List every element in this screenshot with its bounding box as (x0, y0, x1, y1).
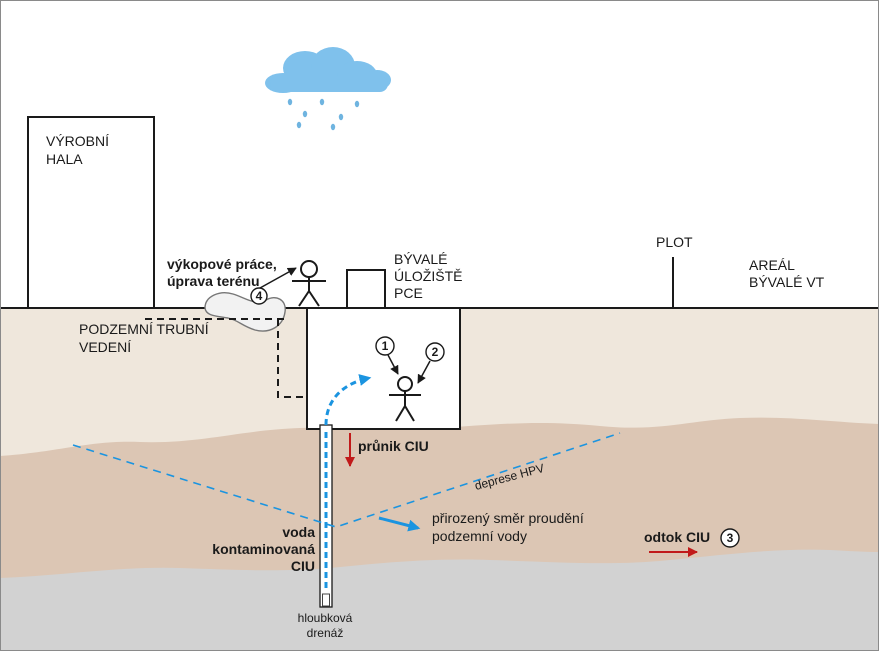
bedrock-layer (0, 549, 879, 651)
marker-1: 1 (375, 336, 395, 356)
rain-drop-icon (287, 98, 360, 131)
label-voda-2: kontaminovaná (212, 541, 315, 557)
label-vyrobni-hala-1: VÝROBNÍ (46, 133, 109, 149)
person-icon (292, 260, 326, 307)
label-odtok: odtok CIU (644, 529, 710, 545)
person-icon (389, 376, 421, 422)
arrow-2-to-worker (417, 360, 431, 384)
label-vyrobni-hala-2: HALA (46, 151, 83, 167)
label-byvale-3: PCE (394, 285, 423, 301)
cloud-icon (265, 47, 391, 93)
underground-pipeline (145, 318, 307, 398)
arrow-1-to-worker (387, 354, 399, 375)
arrow-4-to-worker (259, 267, 297, 289)
label-prunik: průnik CIU (358, 438, 429, 454)
excavation-area (204, 292, 286, 332)
label-areal-2: BÝVALÉ VT (749, 274, 825, 290)
svg-text:2: 2 (432, 345, 439, 359)
label-hloubkova-1: hloubková (298, 611, 353, 625)
svg-text:3: 3 (727, 531, 734, 545)
production-hall (27, 116, 155, 309)
label-podzemni-1: PODZEMNÍ TRUBNÍ (79, 321, 209, 337)
vapour-intrusion-arrow (324, 374, 372, 426)
former-pce-storage-building (346, 269, 386, 309)
basement-pit (306, 307, 461, 430)
marker-2: 2 (425, 342, 445, 362)
marker-3: 3 (720, 528, 740, 548)
label-areal-1: AREÁL (749, 257, 795, 273)
drainage-well-screen (322, 593, 330, 607)
label-voda-3: CIU (291, 558, 315, 574)
label-podzemni-2: VEDENÍ (79, 339, 131, 355)
label-plot: PLOT (656, 234, 693, 250)
label-vykopove-2: úprava terénu (167, 273, 260, 289)
label-prirozeny-1: přirozený směr proudění (432, 510, 584, 526)
marker-4: 4 (250, 287, 268, 305)
svg-text:4: 4 (256, 289, 263, 303)
label-byvale-1: BÝVALÉ (394, 251, 447, 267)
natural-flow-arrow (378, 516, 421, 532)
label-voda-1: voda (282, 524, 315, 540)
label-prirozeny-2: podzemní vody (432, 528, 527, 544)
label-byvale-2: ÚLOŽIŠTĚ (394, 268, 462, 284)
groundwater-depression-cone (72, 432, 621, 528)
label-vykopove-1: výkopové práce, (167, 256, 277, 272)
label-hloubkova-2: drenáž (307, 626, 344, 640)
svg-text:1: 1 (382, 339, 389, 353)
